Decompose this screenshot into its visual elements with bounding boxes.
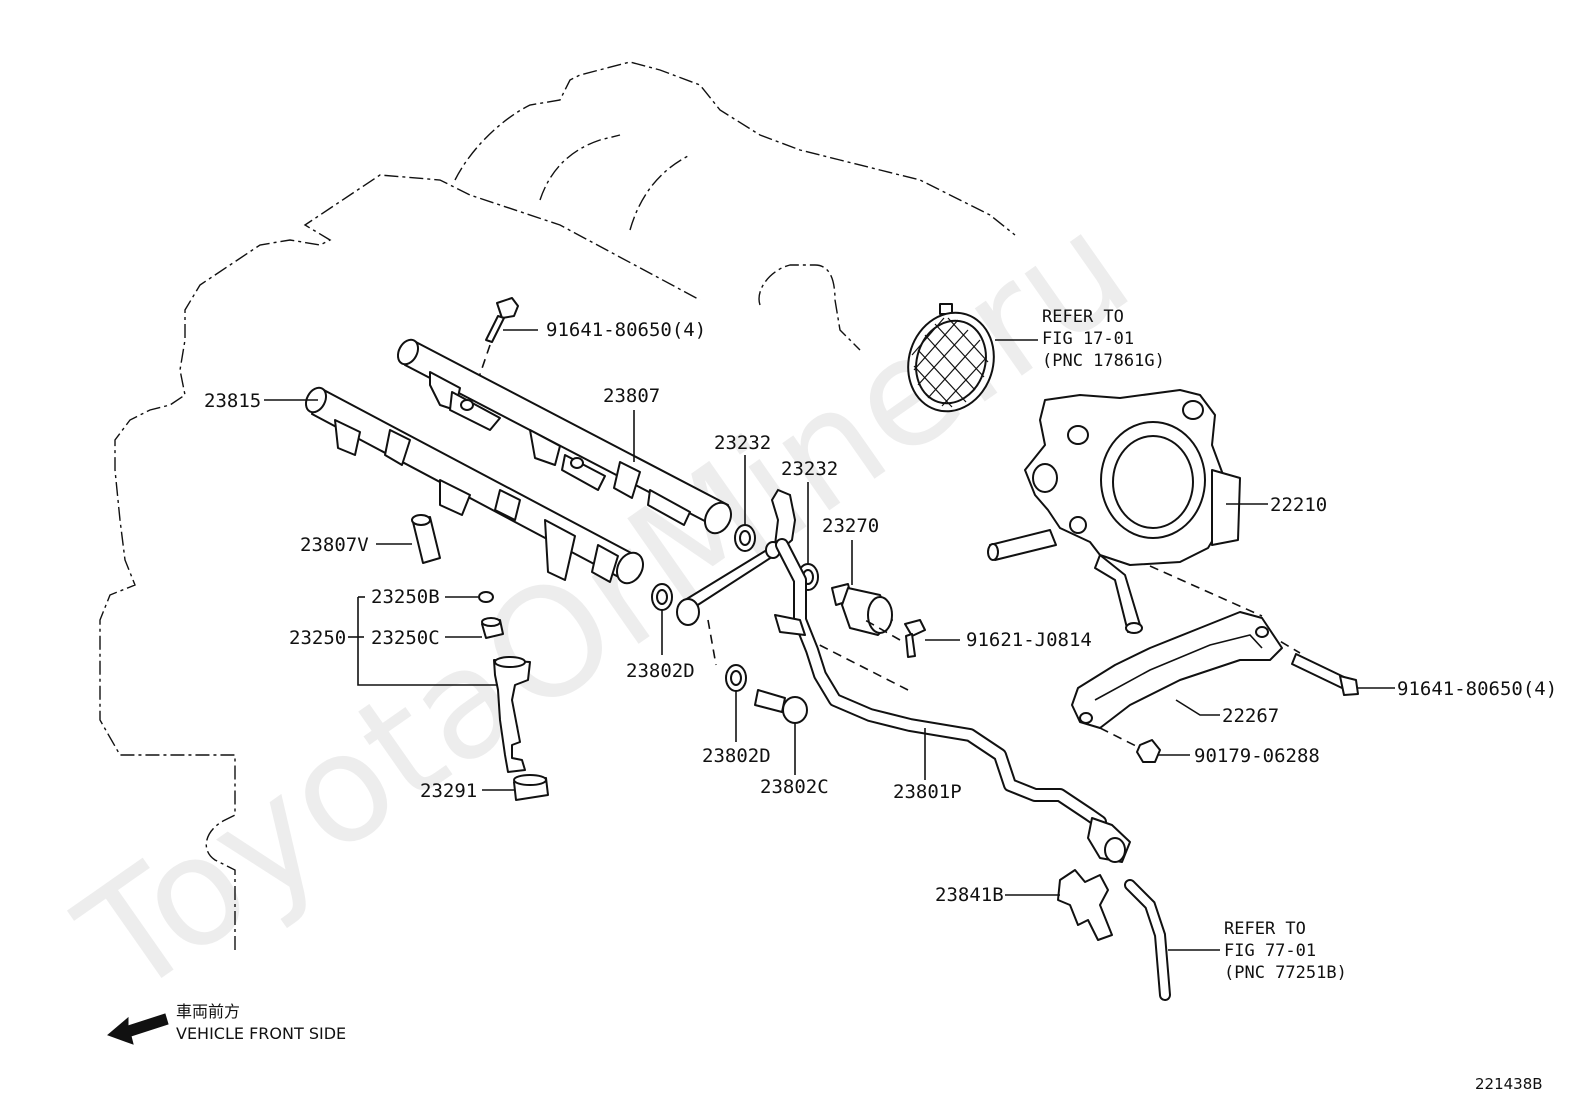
- refer-hose-line1: REFER TO: [1224, 919, 1306, 939]
- label-clamp: 23841B: [935, 884, 1004, 906]
- label-throttle-body: 22210: [1270, 494, 1327, 516]
- label-collar: 23807V: [300, 534, 369, 556]
- label-gasket-b: 23232: [781, 458, 838, 480]
- fuel-rail-rh[interactable]: [394, 336, 736, 537]
- label-gasket-d1: 23802D: [626, 660, 695, 682]
- throttle-body[interactable]: [987, 389, 1241, 634]
- refer-air-line2: FIG 17-01: [1042, 329, 1134, 349]
- label-injector: 23250: [289, 627, 346, 649]
- bolt-throttle[interactable]: [1291, 653, 1359, 696]
- fuel-hose[interactable]: [1124, 879, 1171, 1001]
- union-bolt[interactable]: [754, 689, 808, 724]
- fuel-rail-lh[interactable]: [302, 384, 648, 587]
- throttle-gasket[interactable]: [1071, 611, 1283, 729]
- label-oring: 23250B: [371, 586, 440, 608]
- direction-jp: 車両前方: [176, 1002, 240, 1021]
- label-cushion: 23250C: [371, 627, 440, 649]
- gasket-23232-a[interactable]: [734, 524, 756, 552]
- leader-lines: [264, 329, 1395, 951]
- label-damper: 23270: [822, 515, 879, 537]
- label-fuel-pipe: 23801P: [893, 781, 962, 803]
- collar[interactable]: [411, 514, 441, 564]
- label-bolt-throttle: 91641-80650(4): [1397, 678, 1557, 700]
- vehicle-front-arrow: [107, 1013, 169, 1045]
- refer-hose-line3: (PNC 77251B): [1224, 963, 1347, 983]
- label-gasket-d2: 23802D: [702, 745, 771, 767]
- injector-insulator[interactable]: [513, 774, 549, 801]
- gasket-23802d-b[interactable]: [725, 664, 747, 692]
- label-bolt-damper: 91621-J0814: [966, 629, 1092, 651]
- o-ring[interactable]: [478, 591, 494, 603]
- bolt-rail-top[interactable]: [477, 297, 519, 381]
- refer-air-line3: (PNC 17861G): [1042, 351, 1165, 371]
- intake-mesh[interactable]: [896, 301, 1007, 422]
- refer-note-air: REFER TO FIG 17-01 (PNC 17861G): [1042, 307, 1165, 371]
- label-gasket-a: 23232: [714, 432, 771, 454]
- nut[interactable]: [1136, 739, 1161, 763]
- label-rail-rh: 23807: [603, 385, 660, 407]
- label-insulator: 23291: [420, 780, 477, 802]
- fuel-pipe[interactable]: [774, 538, 1131, 863]
- pulsation-damper[interactable]: [831, 583, 893, 636]
- label-bolt-top: 91641-80650(4): [546, 319, 706, 341]
- figure-id: 221438B: [1475, 1075, 1543, 1093]
- label-union-bolt: 23802C: [760, 776, 829, 798]
- pipe-clamp[interactable]: [1057, 869, 1113, 941]
- gasket-23802d-a[interactable]: [651, 583, 673, 611]
- refer-hose-line2: FIG 77-01: [1224, 941, 1316, 961]
- injector[interactable]: [493, 656, 531, 773]
- refer-air-line1: REFER TO: [1042, 307, 1124, 327]
- cushion[interactable]: [481, 617, 504, 639]
- label-rail-lh: 23815: [204, 390, 261, 412]
- refer-note-hose: REFER TO FIG 77-01 (PNC 77251B): [1224, 919, 1347, 983]
- engine-outline: [99, 61, 1016, 950]
- label-throttle-gasket: 22267: [1222, 705, 1279, 727]
- direction-en: VEHICLE FRONT SIDE: [176, 1024, 346, 1043]
- label-nut: 90179-06288: [1194, 745, 1320, 767]
